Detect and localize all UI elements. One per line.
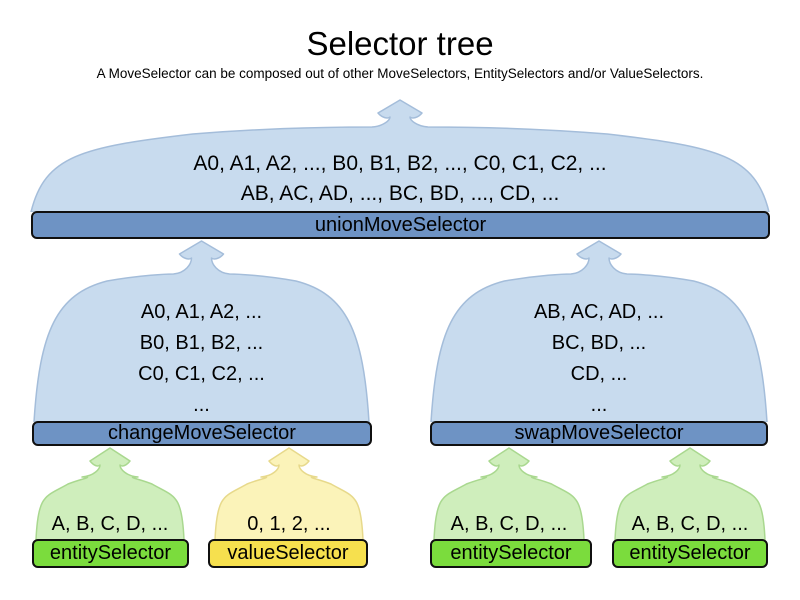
selection-items-text: A0, A1, A2, ... B0, B1, B2, ... C0, C1, … [33,297,370,421]
funnel-arrow-path [33,240,370,422]
diagram-title: Selector tree [306,25,494,62]
selection-items-line: ... [590,394,608,416]
funnel-arrow-shape [433,447,585,540]
value-selector-bar: valueSelector [208,539,368,568]
selection-items-text: 0, 1, 2, ... [214,511,364,537]
selection-items-line: A0, A1, A2, ... [140,301,263,323]
union-move-selector-bar: unionMoveSelector [31,211,770,239]
selection-items-text: A0, A1, A2, ..., B0, B1, B2, ..., C0, C1… [30,149,770,209]
funnel-arrow-shape [30,99,770,212]
entity-selector-bar-1: entitySelector [32,539,189,568]
selection-items-line: 0, 1, 2, ... [247,513,331,535]
funnel-arrow-path [35,447,185,540]
selection-items-line: BC, BD, ... [551,332,647,354]
selection-items-text: A, B, C, D, ... [433,511,585,537]
selection-items-line: A, B, C, D, ... [51,513,169,535]
funnel-arrow-shape [614,447,766,540]
entity-selector-bar-2: entitySelector [430,539,592,568]
selection-items-line: AB, AC, AD, ... [533,301,665,323]
selection-items-text: A, B, C, D, ... [614,511,766,537]
selection-items-text: A, B, C, D, ... [35,511,185,537]
selection-items-line: ... [193,394,210,416]
funnel-arrow-shape [35,447,185,540]
selection-items-line: A0, A1, A2, ..., B0, B1, B2, ..., C0, C1… [193,152,607,175]
entity-selector-bar-3: entitySelector [612,539,768,568]
funnel-arrow-path [433,447,585,540]
selection-items-line: A, B, C, D, ... [631,513,749,535]
selection-items-line: AB, AC, AD, ..., BC, BD, ..., CD, ... [240,182,560,205]
selection-items-line: C0, C1, C2, ... [138,363,265,385]
funnel-arrow-path [30,99,770,212]
funnel-arrow-path [614,447,766,540]
funnel-arrow-shape [214,447,364,540]
selection-items-text: AB, AC, AD, ... BC, BD, ... CD, ... ... [430,297,768,421]
selection-items-line: CD, ... [570,363,628,385]
selection-items-line: A, B, C, D, ... [450,513,568,535]
swap-move-selector-bar: swapMoveSelector [430,421,768,446]
funnel-arrow-path [430,240,768,422]
diagram-subtitle: A MoveSelector can be composed out of ot… [96,66,704,81]
funnel-arrow-shape [430,240,768,422]
selection-items-line: B0, B1, B2, ... [139,332,264,354]
change-move-selector-bar: changeMoveSelector [32,421,372,446]
funnel-arrow-path [214,447,364,540]
funnel-arrow-shape [33,240,370,422]
